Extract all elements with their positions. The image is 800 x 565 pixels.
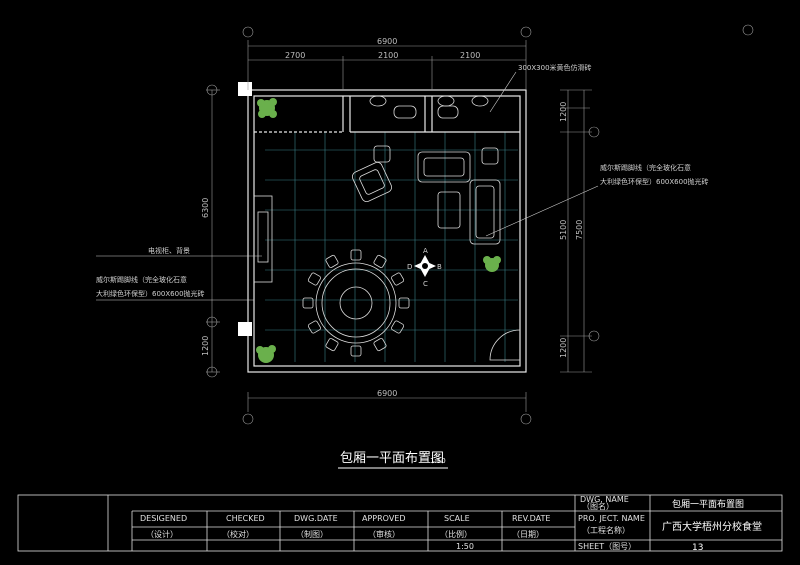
dining-chair [373, 338, 387, 352]
dining-chair [325, 254, 339, 268]
checked-label: CHECKED [226, 514, 265, 523]
annotation-tile-note: 300X300米黄色仿滑砖 [518, 63, 592, 72]
annotation-right-baseboard-1: 威尔斯踢脚线（完全玻化石意 [600, 163, 691, 172]
sheet-value: 13 [692, 543, 703, 553]
tv-cabinet [253, 195, 273, 283]
plant-icon [257, 98, 277, 118]
dining-chair [307, 272, 321, 286]
dim-left-lower: 1200 [201, 336, 210, 356]
dim-left-upper: 6300 [201, 198, 210, 218]
door-swing [489, 329, 521, 361]
checked-cn: （校对） [222, 529, 254, 539]
annotation-left-baseboard-1: 威尔斯踢脚线（完全玻化石意 [96, 275, 187, 284]
dining-chair [307, 320, 321, 334]
approved-label: APPROVED [362, 514, 406, 523]
dim-top-total: 6900 [377, 37, 397, 46]
scale-value: 1:50 [456, 542, 474, 551]
compass-label-c: C [423, 280, 428, 288]
round-dining-table [302, 249, 410, 357]
project-cn: （工程名称） [582, 525, 630, 535]
dwg-name-label: DWG. NAME [580, 495, 629, 504]
dim-right-seg-3: 5100 [559, 220, 568, 240]
scale-label: SCALE [444, 514, 470, 523]
floor-tile-grid [265, 132, 518, 362]
dim-top-seg-3: 2100 [460, 51, 480, 60]
compass-label-d: D [407, 263, 412, 271]
project-label: PRO. JECT. NAME [578, 514, 645, 523]
plant-icon [256, 345, 276, 363]
rev-date-label: REV.DATE [512, 514, 550, 523]
dim-right-seg-4: 1200 [559, 338, 568, 358]
compass-label-a: A [423, 247, 428, 255]
dwg-name-value: 包厢一平面布置图 [672, 498, 744, 510]
approved-cn: （审核） [368, 529, 400, 539]
dim-right-seg-2: 7500 [575, 220, 584, 240]
dwg-name-cn: （图名） [582, 501, 614, 511]
project-value: 广西大学梧州分校食堂 [662, 520, 762, 533]
dim-right-seg-1: 1200 [559, 102, 568, 122]
drawing-scale: 1:50 [430, 457, 446, 465]
column-top-left [238, 82, 252, 96]
scale-cn: （比例） [440, 529, 472, 539]
grid-axis-markers [206, 24, 754, 425]
plant-icon [483, 256, 501, 272]
drawing-title: 包厢一平面布置图 [340, 451, 444, 466]
designed-label: DESIGENED [140, 514, 187, 523]
designed-cn: （设计） [146, 529, 178, 539]
compass-label-b: B [437, 263, 442, 271]
dim-top-seg-2: 2100 [378, 51, 398, 60]
column-left [238, 322, 252, 336]
dining-chair [391, 320, 405, 334]
dining-chair [350, 249, 362, 261]
dwg-date-label: DWG.DATE [294, 514, 338, 523]
dwg-date-cn: （制图） [296, 529, 328, 539]
dim-top-seg-1: 2700 [285, 51, 305, 60]
rev-date-cn: （日期） [512, 530, 544, 539]
sheet-label: SHEET（图号） [578, 542, 636, 551]
restroom-fixtures [369, 95, 489, 119]
annotation-left-baseboard-2: 大利绿色环保型）600X600抛光砖 [96, 289, 205, 298]
annotation-tv-wall: 电视柜、背景 [148, 246, 190, 255]
leader-lines [96, 71, 599, 301]
dining-chair [398, 297, 410, 309]
annotation-right-baseboard-2: 大利绿色环保型）600X600抛光砖 [600, 177, 709, 186]
compass-icon: A D B C [407, 247, 442, 288]
dining-chair [350, 345, 362, 357]
dining-chair [325, 338, 339, 352]
title-block [17, 494, 783, 552]
dim-bottom-total: 6900 [377, 389, 397, 398]
dining-chair [373, 254, 387, 268]
dining-chair [391, 272, 405, 286]
dining-chair [302, 297, 314, 309]
sofa-set [351, 145, 501, 245]
dimension-lines [206, 40, 592, 412]
